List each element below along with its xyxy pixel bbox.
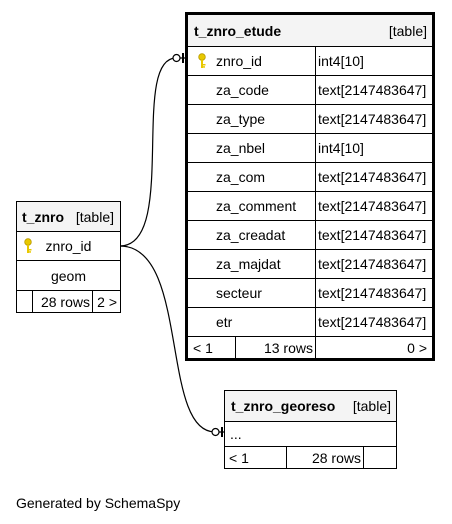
edge-znro-to-etude bbox=[119, 57, 185, 247]
children-count[interactable] bbox=[363, 447, 393, 469]
column-row-za-com[interactable]: za_com text[2147483647] bbox=[188, 162, 432, 191]
elided-columns-row: ... bbox=[225, 421, 396, 446]
table-kind-label: [table] bbox=[75, 208, 114, 225]
column-name: secteur bbox=[216, 285, 262, 301]
column-row-za-nbel[interactable]: za_nbel int4[10] bbox=[188, 133, 432, 162]
table-name[interactable]: t_znro bbox=[22, 208, 64, 225]
column-type: text[2147483647] bbox=[318, 169, 427, 185]
column-row-za-type[interactable]: za_type text[2147483647] bbox=[188, 104, 432, 133]
column-type: text[2147483647] bbox=[318, 227, 427, 243]
column-row-za-comment[interactable]: za_comment text[2147483647] bbox=[188, 191, 432, 220]
parents-count[interactable] bbox=[19, 291, 31, 313]
table-footer-row: < 1 13 rows 0 > bbox=[188, 336, 432, 358]
children-count[interactable]: 0 > bbox=[407, 339, 427, 356]
column-name: za_comment bbox=[216, 198, 297, 214]
elided-columns: ... bbox=[230, 426, 242, 442]
key-icon bbox=[197, 53, 207, 74]
column-row-za-majdat[interactable]: za_majdat text[2147483647] bbox=[188, 249, 432, 278]
column-type: text[2147483647] bbox=[318, 82, 427, 98]
rows-count: 28 rows bbox=[40, 294, 90, 310]
column-row-za-code[interactable]: za_code text[2147483647] bbox=[188, 75, 432, 104]
edge-etude-optional-marker bbox=[172, 53, 181, 63]
table-name[interactable]: t_znro_georeso bbox=[231, 398, 336, 414]
column-type: text[2147483647] bbox=[318, 256, 427, 272]
rows-count: 28 rows bbox=[311, 450, 361, 466]
rows-count: 13 rows bbox=[263, 339, 313, 356]
column-type: int4[10] bbox=[318, 140, 364, 156]
table-kind-label: [table] bbox=[352, 398, 391, 414]
edge-znro-to-georeso bbox=[119, 245, 224, 433]
column-row-znro-id[interactable]: znro_id bbox=[17, 231, 120, 260]
column-row-za-creadat[interactable]: za_creadat text[2147483647] bbox=[188, 220, 432, 249]
column-divider bbox=[315, 46, 316, 336]
column-type: text[2147483647] bbox=[318, 198, 427, 214]
key-icon bbox=[23, 238, 33, 259]
column-name: znro_id bbox=[45, 238, 92, 254]
column-type: text[2147483647] bbox=[318, 314, 427, 330]
column-name: znro_id bbox=[216, 53, 262, 69]
generated-by-label: Generated by SchemaSpy bbox=[16, 495, 181, 511]
column-row-znro-id[interactable]: znro_id int4[10] bbox=[188, 46, 432, 75]
table-title-row: t_znro [table] bbox=[17, 202, 120, 231]
table-title-row: t_znro_etude [table] bbox=[188, 15, 432, 46]
parents-count[interactable]: < 1 bbox=[229, 450, 249, 466]
column-name: etr bbox=[216, 314, 233, 330]
column-name: za_nbel bbox=[216, 140, 266, 156]
column-name: za_code bbox=[216, 82, 269, 98]
table-title-row: t_znro_georeso [table] bbox=[225, 391, 396, 421]
column-name: geom bbox=[50, 267, 87, 284]
column-row-geom[interactable]: geom bbox=[17, 260, 120, 290]
edge-georeso-optional-marker bbox=[211, 427, 220, 437]
table-t-znro-etude[interactable]: t_znro_etude [table] znro_id int4[10] za_c… bbox=[185, 12, 435, 361]
table-footer-row: 28 rows 2 > bbox=[17, 290, 120, 313]
column-type: text[2147483647] bbox=[318, 285, 427, 301]
table-kind-label: [table] bbox=[388, 22, 427, 39]
table-name[interactable]: t_znro_etude bbox=[194, 22, 282, 39]
column-row-etr[interactable]: etr text[2147483647] bbox=[188, 307, 432, 336]
table-t-znro[interactable]: t_znro [table] znro_id geom 28 rows 2 > bbox=[16, 201, 121, 313]
column-name: za_creadat bbox=[216, 227, 286, 243]
parents-count[interactable]: < 1 bbox=[193, 339, 213, 356]
column-row-secteur[interactable]: secteur text[2147483647] bbox=[188, 278, 432, 307]
column-type: text[2147483647] bbox=[318, 111, 427, 127]
table-t-znro-georeso[interactable]: t_znro_georeso [table] ... < 1 28 rows bbox=[224, 390, 397, 469]
column-name: za_type bbox=[216, 111, 266, 127]
children-count[interactable]: 2 > bbox=[97, 294, 117, 310]
column-name: za_com bbox=[216, 169, 266, 185]
table-footer-row: < 1 28 rows bbox=[225, 446, 396, 469]
column-type: int4[10] bbox=[318, 53, 364, 69]
column-name: za_majdat bbox=[216, 256, 281, 272]
